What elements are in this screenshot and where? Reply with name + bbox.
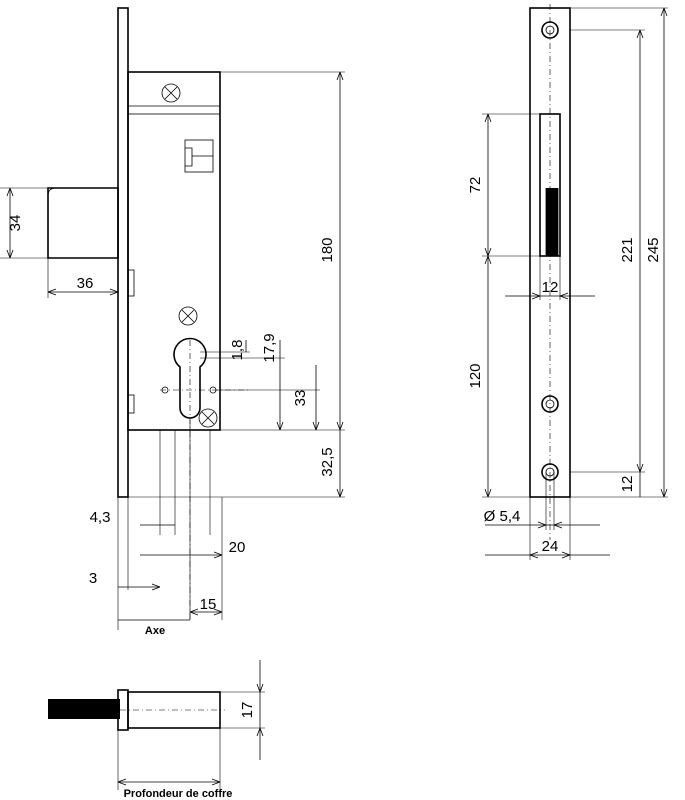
dim-221: 221: [619, 237, 636, 262]
dim-4-3: 4,3: [90, 509, 111, 526]
dim-3: 3: [89, 570, 97, 587]
screw-icon: [178, 306, 198, 326]
label-profondeur: Profondeur de coffre: [124, 788, 233, 800]
dim-20: 20: [229, 539, 246, 556]
lock-case: [127, 71, 221, 431]
screw-icon: [198, 408, 218, 428]
dim-24: 24: [542, 538, 559, 555]
dim-120: 120: [467, 363, 484, 388]
dim-1-8: 1,8: [229, 340, 246, 361]
dim-245: 245: [645, 237, 662, 262]
dim-17: 17: [239, 702, 256, 719]
screw-icon: [161, 83, 181, 103]
dim-72: 72: [467, 177, 484, 194]
faceplate: [117, 7, 129, 498]
label-axe: Axe: [145, 625, 165, 637]
dim-32-5: 32,5: [319, 447, 336, 476]
dim-d5-4: Ø 5,4: [484, 508, 521, 525]
dim-17-9: 17,9: [261, 333, 278, 362]
dim-12-bottom: 12: [619, 476, 636, 493]
dim-15: 15: [200, 596, 217, 613]
bolt-section: [546, 188, 558, 256]
top-view: 17 Profondeur de coffre: [48, 660, 265, 800]
side-view: 72 12 221 245 120 12 Ø 5,4 24: [467, 4, 668, 560]
front-view: 34 36 180 1,8 17,9 33 32,5 4,3 20 3 15 A…: [0, 7, 345, 637]
dim-12-slot: 12: [542, 279, 559, 296]
dim-36: 36: [77, 275, 94, 292]
dim-34: 34: [7, 215, 24, 232]
cylinder-keyhole: [173, 337, 207, 419]
dim-180: 180: [319, 237, 336, 262]
bolt: [47, 187, 119, 259]
dim-33: 33: [292, 390, 309, 407]
